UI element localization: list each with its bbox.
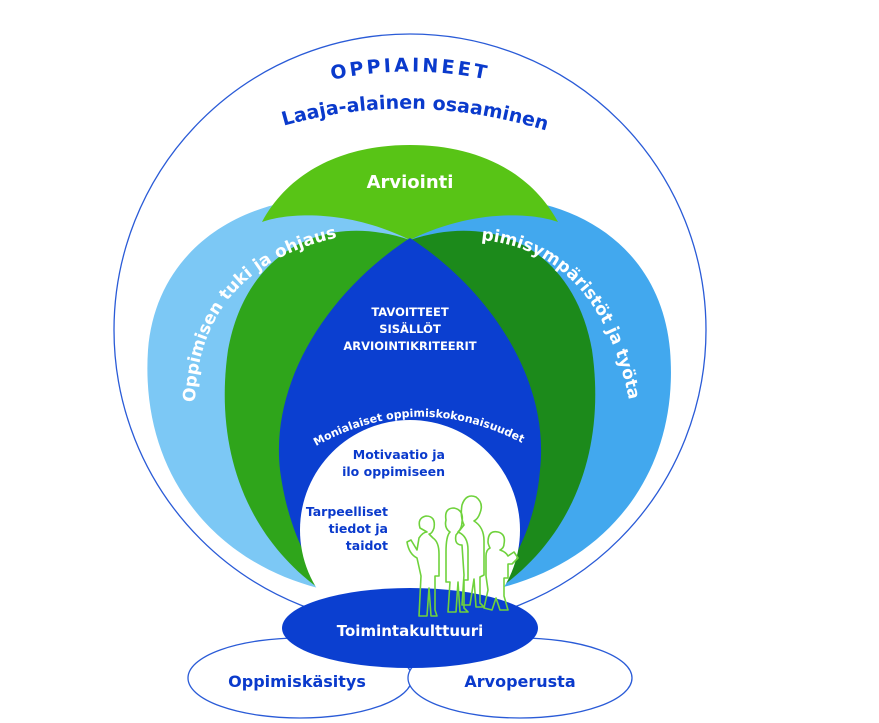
core-tavoitteet: TAVOITTEET [371, 305, 448, 319]
core-arviointikriteerit: ARVIOINTIKRITEERIT [343, 339, 476, 353]
inner-motivaatio-line2: ilo oppimiseen [342, 464, 445, 479]
label-arviointi: Arviointi [367, 172, 454, 193]
petal-arviointi [262, 145, 558, 240]
inner-tarpeelliset-line2: tiedot ja [329, 521, 388, 536]
inner-tarpeelliset-line3: taidot [346, 538, 388, 553]
inner-white-circle [300, 420, 520, 640]
label-arvoperusta: Arvoperusta [464, 672, 575, 691]
inner-tarpeelliset-line1: Tarpeelliset [306, 504, 388, 519]
label-oppimiskasitys: Oppimiskäsitys [228, 672, 366, 691]
inner-motivaatio-line1: Motivaatio ja [353, 447, 445, 462]
outer-title: OPPIAINEET [329, 54, 492, 84]
core-sisallot: SISÄLLÖT [379, 321, 441, 336]
label-toimintakulttuuri: Toimintakulttuuri [337, 622, 483, 640]
base-toimintakulttuuri [282, 588, 538, 668]
outer-subtitle: Laaja-alainen osaaminen [279, 92, 551, 136]
children-outline-icon [406, 495, 519, 617]
